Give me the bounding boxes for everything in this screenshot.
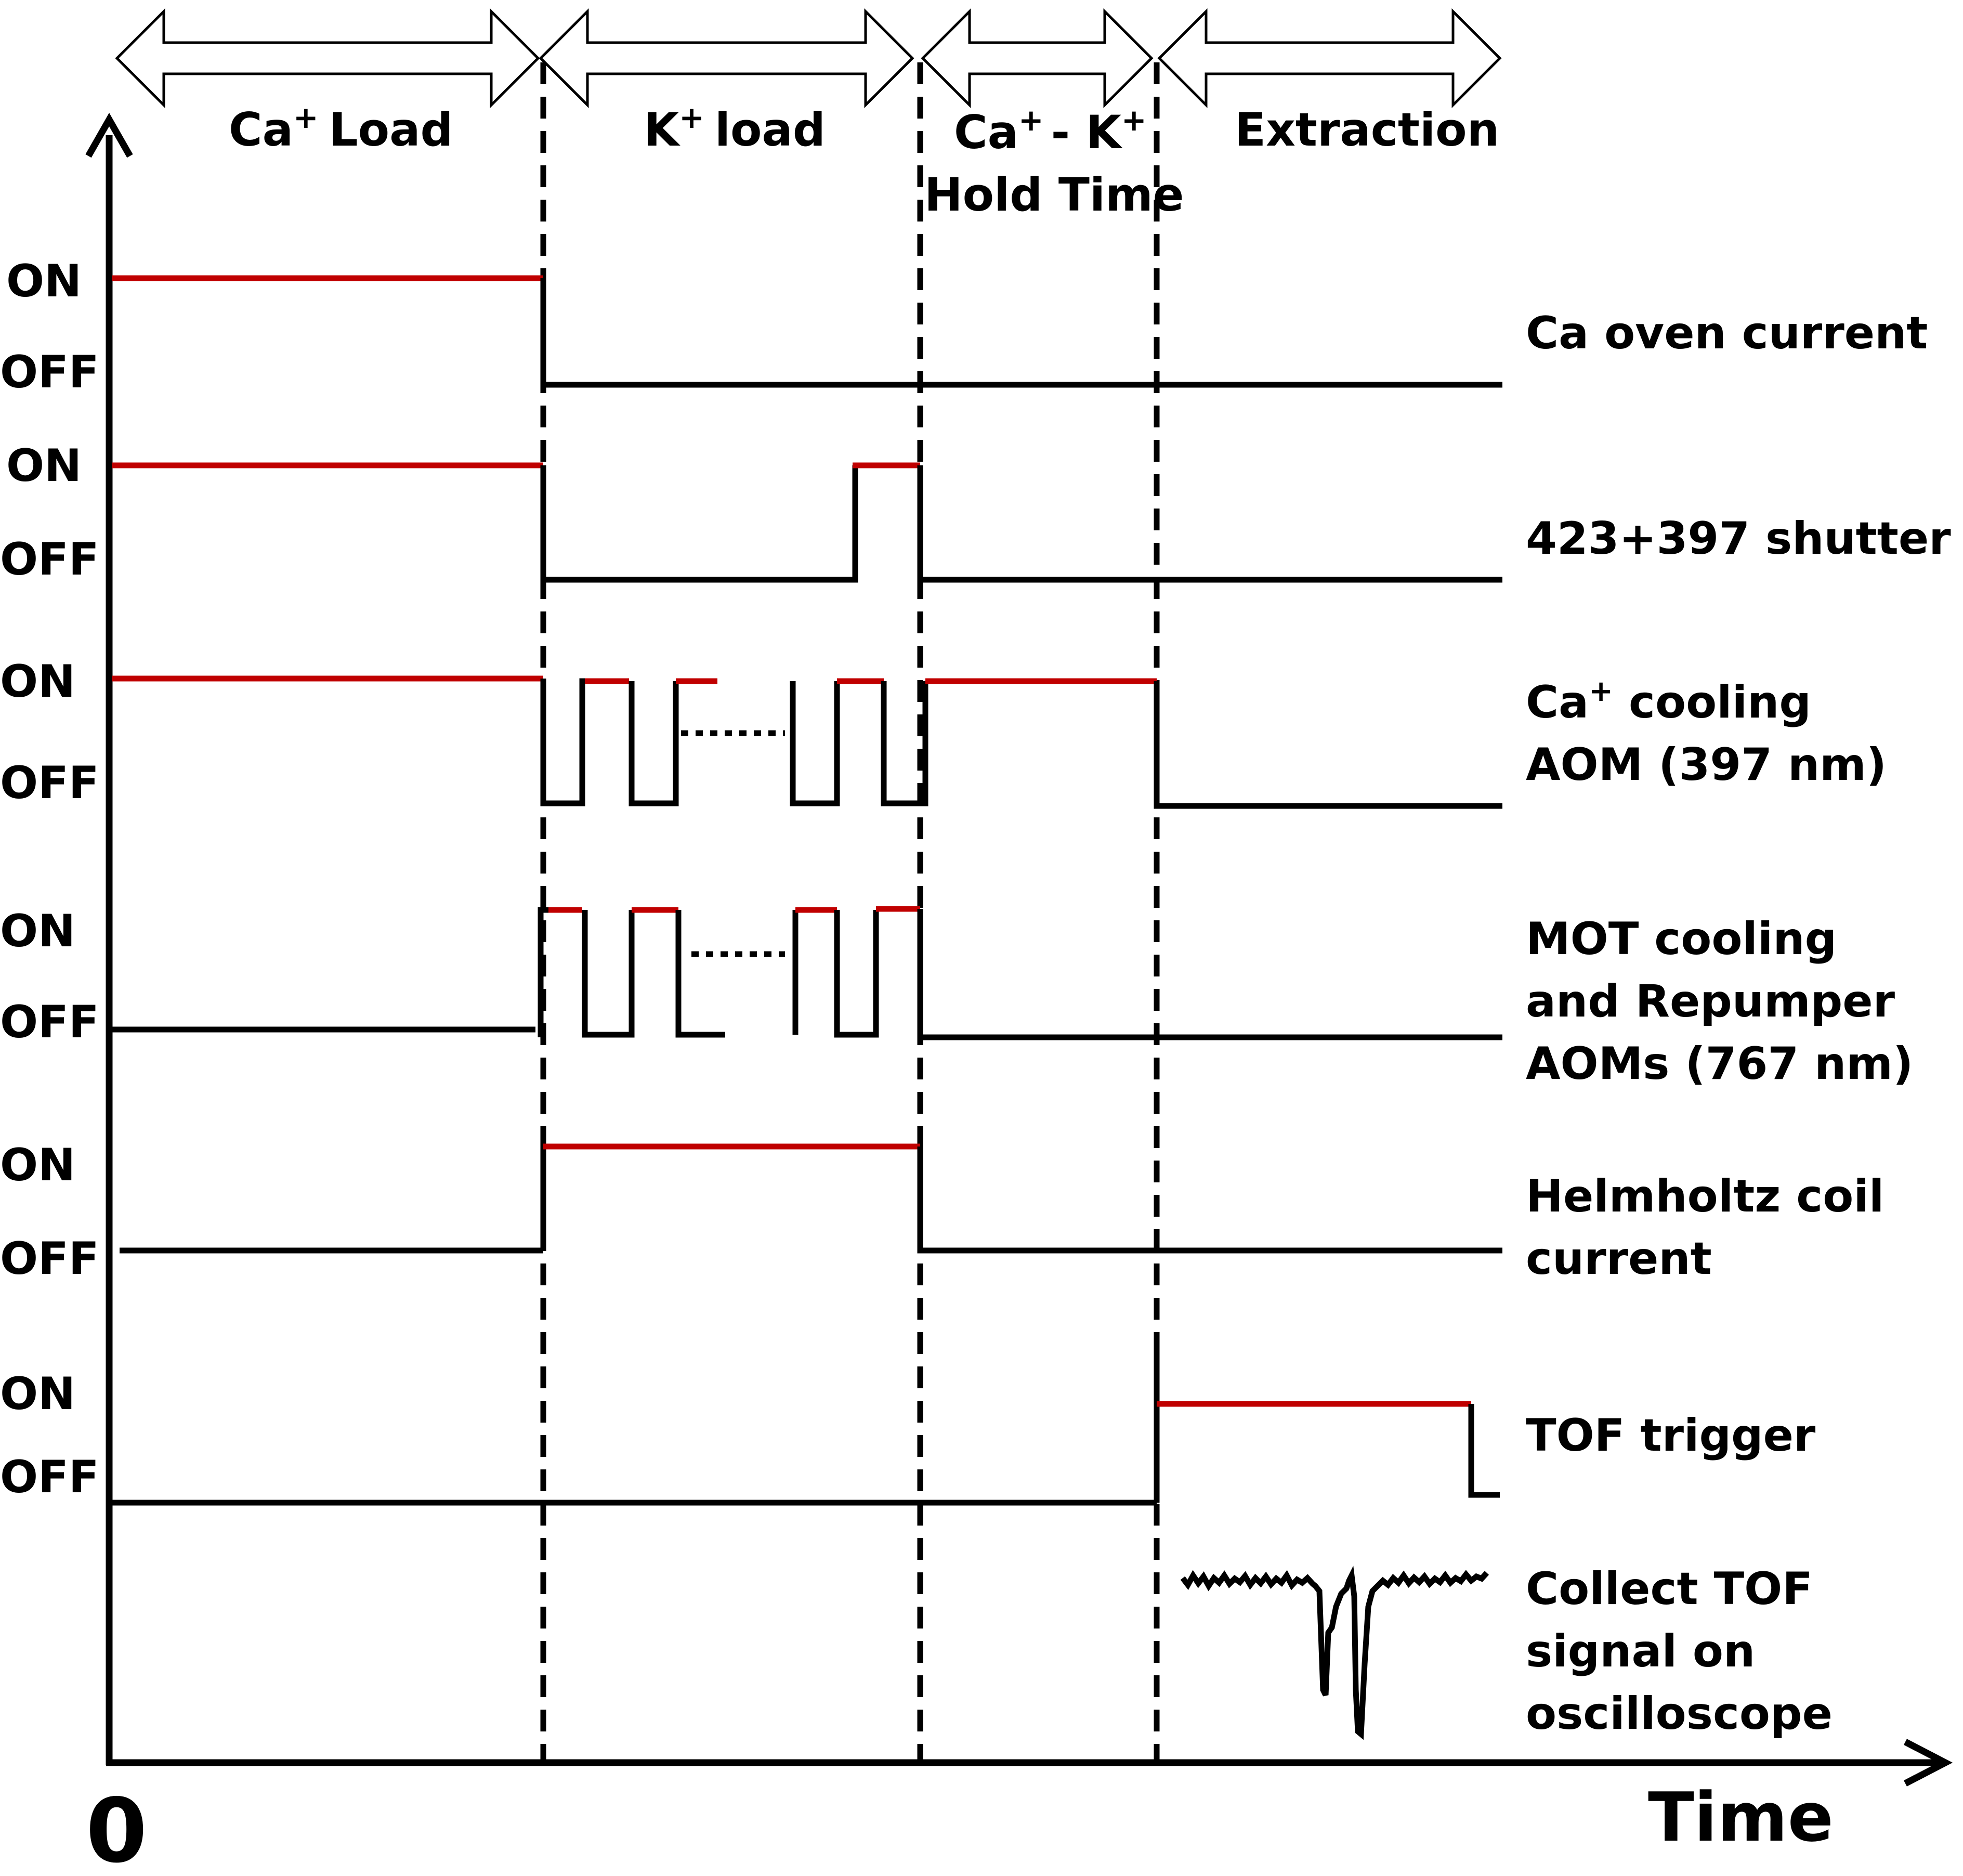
level-off-2: OFF	[0, 533, 99, 585]
signal-name-tof-trigger: TOF trigger	[1526, 1410, 1816, 1462]
signal-tof-trigger	[112, 1352, 1500, 1506]
level-off-5: OFF	[0, 1233, 99, 1285]
signal-name-helmholtz-line1: Helmholtz coil	[1526, 1170, 1884, 1222]
level-on-1: ON	[6, 255, 82, 307]
phase-arrow-k-load	[539, 8, 914, 109]
y-axis-arrowhead	[85, 112, 133, 158]
signal-name-collect-line3: oscilloscope	[1526, 1688, 1833, 1740]
signal-name-ca-cooling-line1: Ca+ cooling	[1526, 674, 1811, 728]
phase-arrows	[115, 8, 1502, 109]
signal-helmholtz	[120, 1143, 1502, 1254]
signal-names: Ca oven current 423+397 shutter Ca+ cool…	[1526, 307, 1951, 1740]
signal-tof-trace	[1180, 1566, 1489, 1740]
level-off-4: OFF	[0, 996, 99, 1048]
phase-label-hold: Ca+- K+	[954, 102, 1147, 159]
signal-name-mot-line1: MOT cooling	[1526, 913, 1837, 965]
phase-label-ca-load: Ca+Load	[229, 100, 453, 157]
signal-name-collect-line1: Collect TOF	[1526, 1563, 1813, 1615]
signal-shutter	[112, 462, 1502, 583]
signal-name-ca-oven: Ca oven current	[1526, 307, 1928, 359]
signal-name-shutter: 423+397 shutter	[1526, 513, 1951, 565]
phase-label-k-load: K+load	[644, 100, 826, 157]
signal-name-helmholtz-line2: current	[1526, 1233, 1712, 1285]
phase-label-extraction: Extraction	[1235, 103, 1499, 157]
level-on-3: ON	[0, 656, 75, 708]
signal-name-collect-line2: signal on	[1526, 1625, 1755, 1677]
level-off-3: OFF	[0, 757, 99, 809]
level-labels: ON OFF ON OFF ON OFF ON OFF ON OFF ON OF…	[0, 255, 99, 1503]
axis-time-label: Time	[1648, 1778, 1834, 1857]
signal-mot	[112, 906, 1502, 1040]
level-on-6: ON	[0, 1368, 75, 1420]
level-on-4: ON	[0, 905, 75, 957]
phase-arrow-hold	[921, 8, 1154, 109]
level-on-2: ON	[6, 440, 82, 492]
tof-trace	[1180, 1566, 1489, 1740]
phase-arrow-ca-load	[115, 8, 540, 109]
level-off-6: OFF	[0, 1451, 99, 1503]
axes	[85, 112, 1953, 1787]
signal-name-ca-cooling-line2: AOM (397 nm)	[1526, 739, 1887, 791]
x-axis-arrowhead	[1904, 1739, 1953, 1787]
level-on-5: ON	[0, 1139, 75, 1191]
signal-ca-oven	[112, 275, 1502, 388]
level-off-1: OFF	[0, 346, 99, 398]
signal-name-mot-line2: and Repumper	[1526, 975, 1895, 1027]
axis-origin-label: 0	[86, 1780, 147, 1876]
signal-name-mot-line3: AOMs (767 nm)	[1526, 1038, 1913, 1090]
signal-ca-cooling	[112, 675, 1502, 809]
phase-arrow-extraction	[1157, 8, 1502, 109]
phase-label-hold-time: Hold Time	[924, 168, 1184, 222]
